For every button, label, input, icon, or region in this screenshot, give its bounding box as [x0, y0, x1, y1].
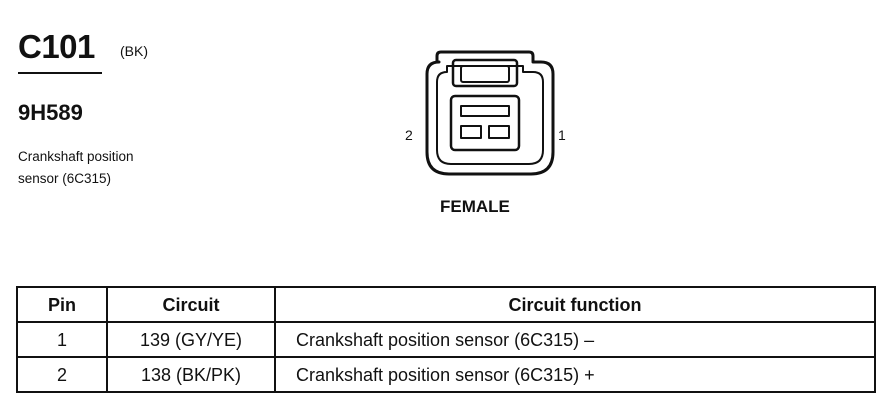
component-description-line-1: Crankshaft position [18, 149, 134, 164]
connector-gender-label: FEMALE [440, 197, 510, 216]
connector-latch [451, 58, 519, 88]
terminal-cavity-slot [460, 105, 510, 117]
connector-color-code: (BK) [120, 43, 148, 59]
circuit-function-cell: Crankshaft position sensor (6C315) + [274, 356, 876, 393]
circuit-cell: 139 (GY/YE) [106, 321, 276, 358]
circuit-function-cell: Crankshaft position sensor (6C315) – [274, 321, 876, 358]
table-header-row: Pin Circuit Circuit function [16, 286, 876, 323]
connector-face-diagram [425, 50, 555, 176]
column-header-circuit: Circuit [106, 286, 276, 323]
pin-cavity-1 [488, 125, 510, 139]
connector-latch-inner [460, 65, 510, 83]
circuit-cell: 138 (BK/PK) [106, 356, 276, 393]
connector-id: C101 [18, 28, 95, 65]
connector-outer-shell [425, 50, 555, 176]
pinout-table: Pin Circuit Circuit function 1 139 (GY/Y… [16, 286, 876, 393]
column-header-circuit-function: Circuit function [274, 286, 876, 323]
terminal-cavity-housing [449, 94, 521, 152]
table-row: 2 138 (BK/PK) Crankshaft position sensor… [16, 356, 876, 393]
pin-cell: 2 [16, 356, 108, 393]
pin-cavity-2 [460, 125, 482, 139]
connector-inner-shell [436, 65, 544, 165]
component-description-line-2: sensor (6C315) [18, 171, 112, 186]
column-header-pin: Pin [16, 286, 108, 323]
pin-1-label: 1 [558, 127, 566, 143]
title-underline [18, 72, 102, 74]
pin-2-label: 2 [405, 127, 413, 143]
pin-cell: 1 [16, 321, 108, 358]
part-number: 9H589 [18, 100, 83, 125]
table-row: 1 139 (GY/YE) Crankshaft position sensor… [16, 321, 876, 358]
